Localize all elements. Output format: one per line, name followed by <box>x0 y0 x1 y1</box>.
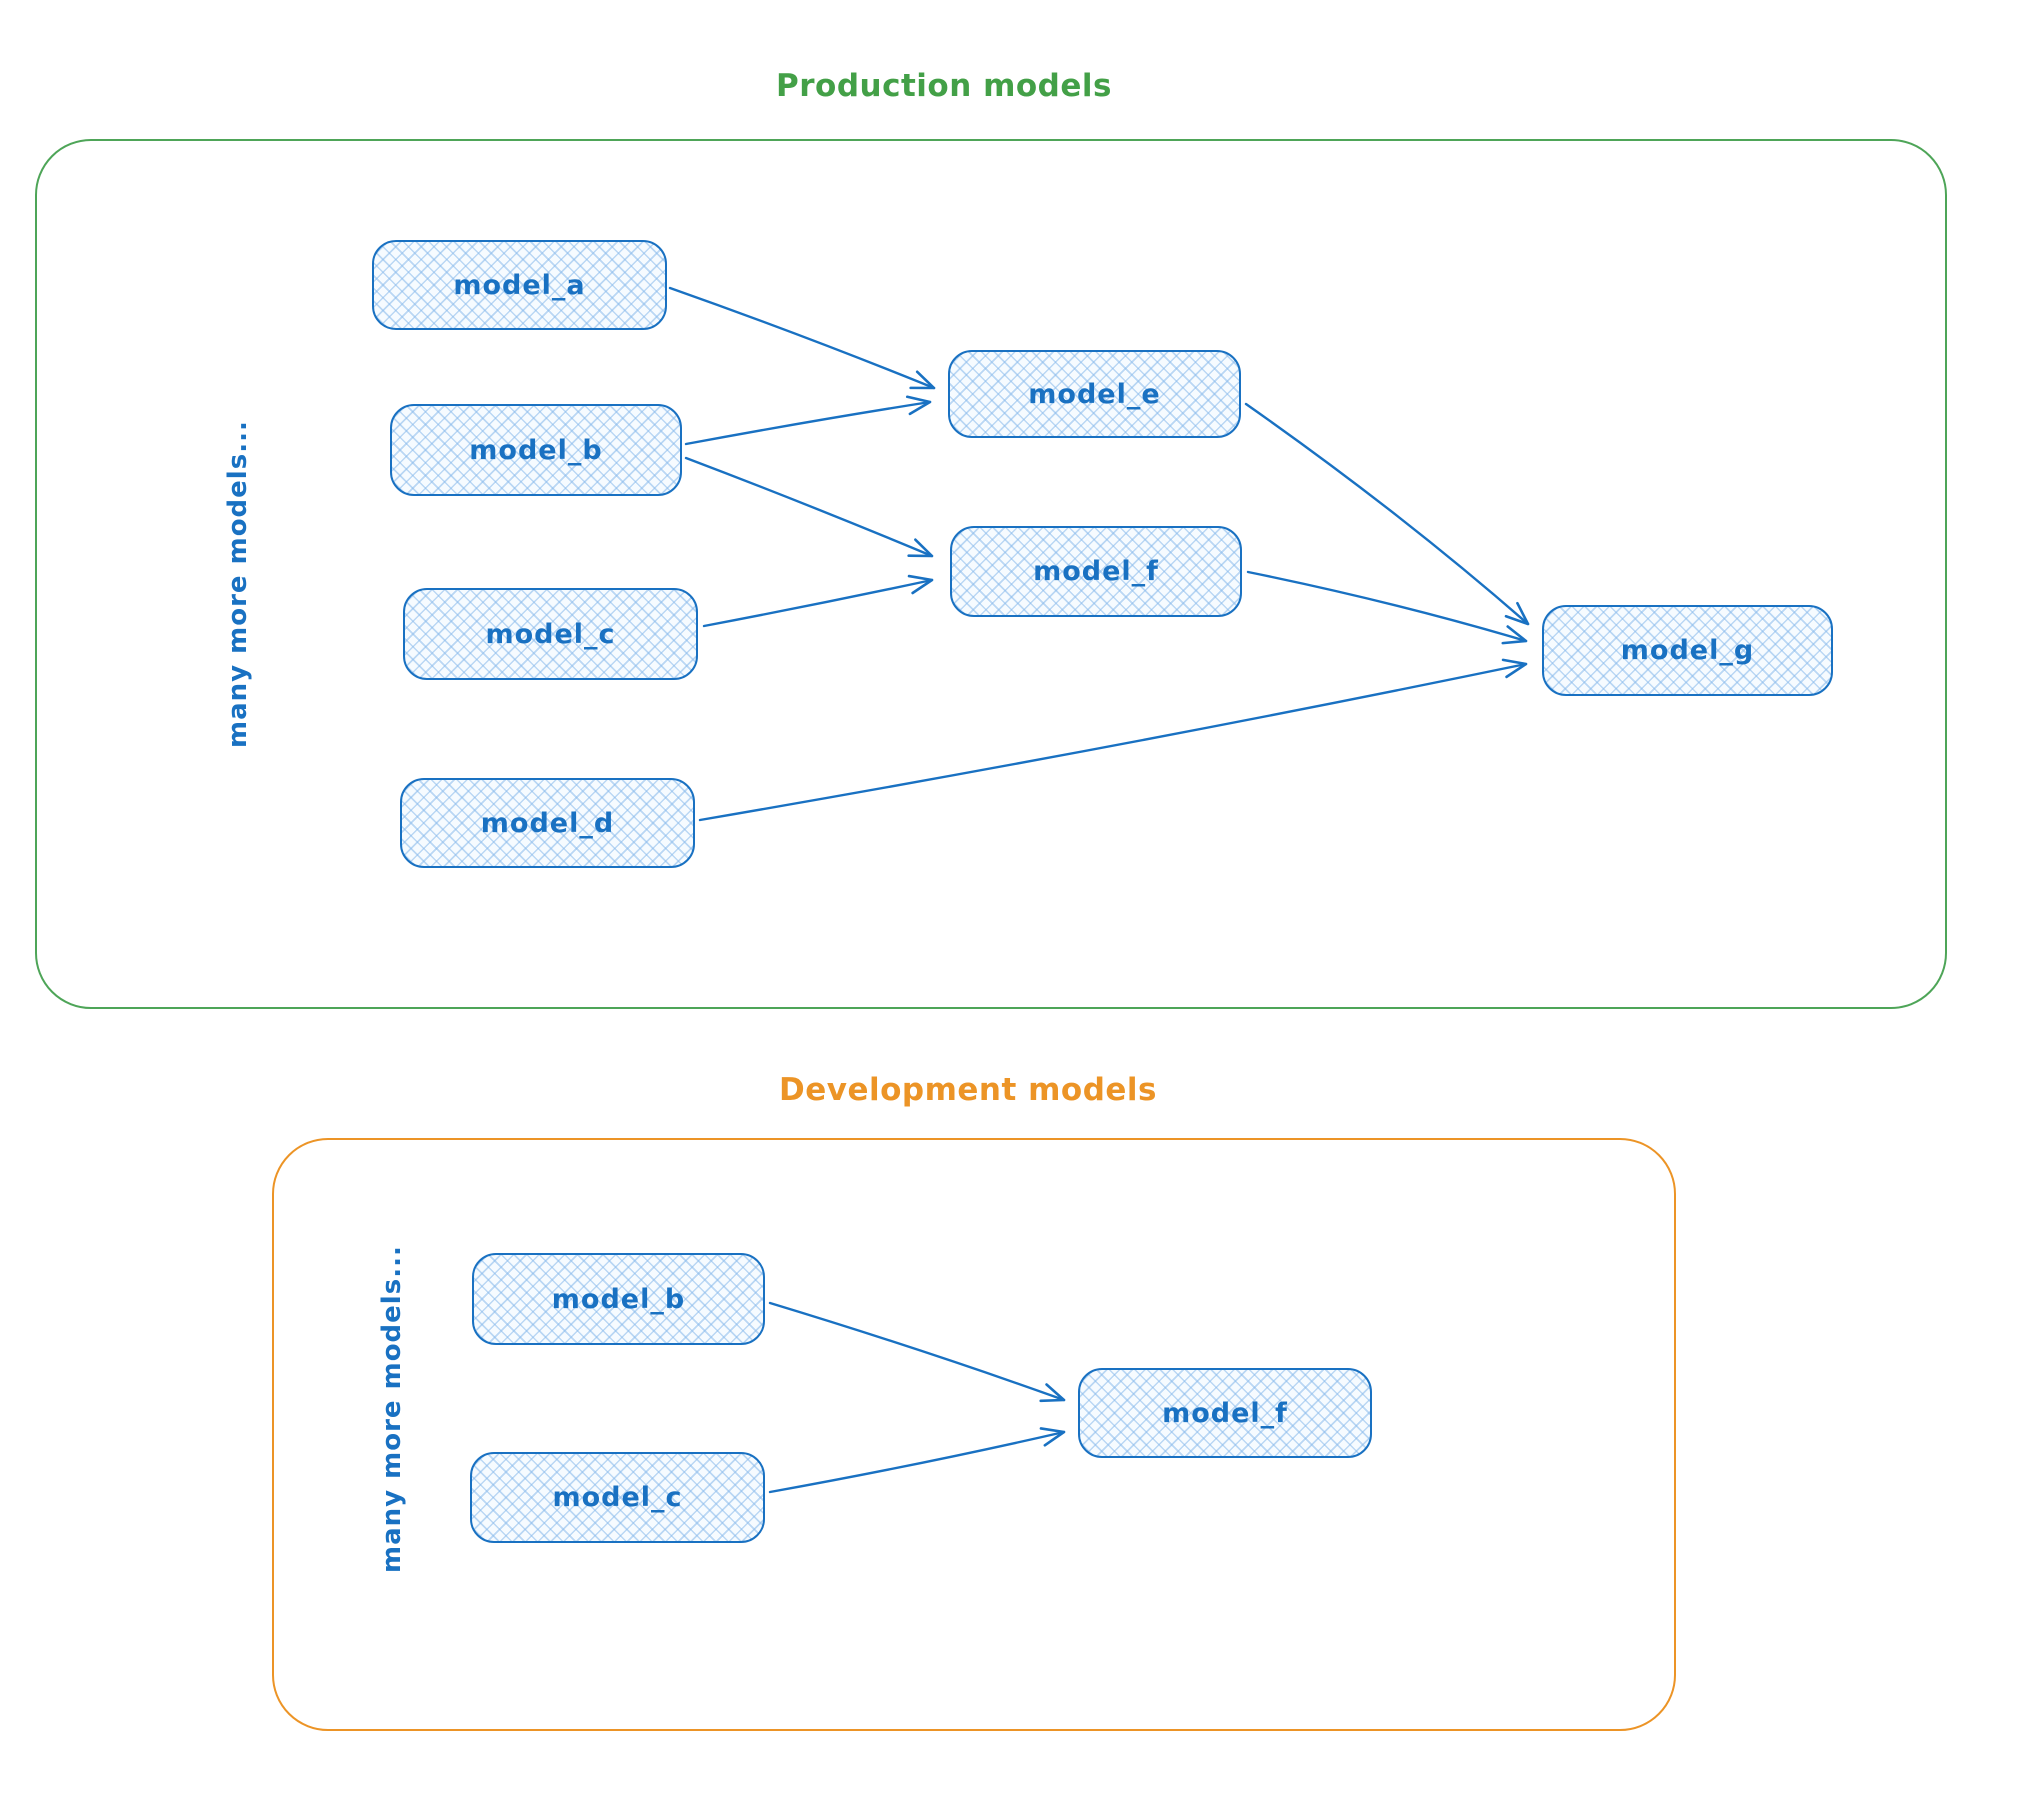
node-production-model_c: model_c <box>403 588 698 680</box>
production-side-label: many more models... <box>223 420 253 748</box>
node-production-model_b: model_b <box>390 404 682 496</box>
node-production-model_a: model_a <box>372 240 667 330</box>
node-label: model_e <box>1028 378 1161 410</box>
node-label: model_f <box>1033 556 1159 587</box>
node-label: model_b <box>469 434 603 466</box>
production-section-frame <box>35 139 1947 1009</box>
node-production-model_e: model_e <box>948 350 1241 438</box>
node-development-model_c: model_c <box>470 1452 765 1543</box>
node-development-model_f: model_f <box>1078 1368 1372 1458</box>
node-label: model_b <box>551 1283 686 1315</box>
development-section-frame <box>272 1138 1676 1731</box>
node-label: model_c <box>552 1482 683 1513</box>
node-label: model_a <box>453 269 586 301</box>
node-production-model_f: model_f <box>950 526 1242 617</box>
node-development-model_b: model_b <box>472 1253 765 1345</box>
node-label: model_d <box>480 807 615 839</box>
node-production-model_d: model_d <box>400 778 695 868</box>
development-side-label: many more models... <box>377 1245 407 1573</box>
node-production-model_g: model_g <box>1542 605 1833 696</box>
development-section-title: Development models <box>778 1072 1157 1108</box>
node-label: model_c <box>485 618 616 650</box>
production-section-title: Production models <box>776 68 1112 104</box>
node-label: model_g <box>1620 635 1755 666</box>
node-label: model_f <box>1162 1397 1288 1429</box>
